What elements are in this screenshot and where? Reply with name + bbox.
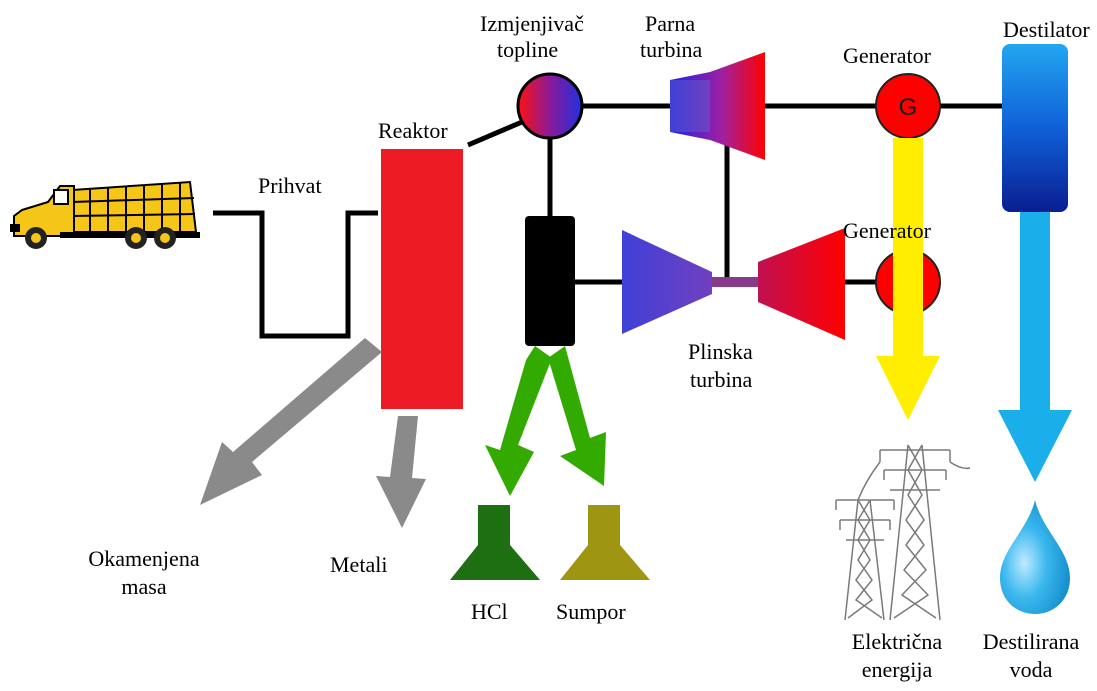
metali-arrow: [376, 416, 426, 528]
label-parna-2: turbina: [640, 37, 703, 62]
reactor-block: [381, 149, 463, 409]
label-parna-1: Parna: [645, 11, 696, 36]
destilator-column: [1002, 44, 1068, 212]
label-plinska-1: Plinska: [688, 339, 753, 364]
intake-pipe: [213, 210, 378, 339]
label-izmjenjivac-2: topline: [497, 37, 559, 62]
label-izmjenjivac-1: Izmjenjivač: [480, 11, 584, 36]
truck-icon: [10, 180, 200, 249]
separator-column: [525, 216, 575, 346]
electricity-arrow-head: [876, 356, 940, 420]
label-okamenjena-1: Okamenjena: [88, 546, 200, 571]
gas-turbine-expander: [758, 228, 845, 340]
steam-turbine-inlet: [670, 80, 710, 132]
water-arrow-head: [998, 410, 1072, 482]
gas-turbine-compressor: [622, 230, 712, 334]
steam-turbine: [670, 52, 765, 160]
generator-top-symbol: G: [899, 94, 918, 121]
label-destilirana-1: Destilirana: [982, 629, 1080, 654]
label-generator-top: Generator: [843, 43, 931, 68]
water-drop-icon: [1000, 500, 1070, 614]
hcl-funnel: [450, 505, 540, 580]
label-metali: Metali: [330, 552, 388, 577]
sumpor-arrow: [548, 346, 606, 486]
power-pylon-icon: [835, 444, 971, 621]
heat-exchanger: [516, 72, 584, 140]
hcl-arrow: [485, 346, 552, 496]
label-elektricna-1: Električna: [851, 629, 943, 654]
label-sumpor: Sumpor: [556, 599, 626, 624]
gas-turbine-shaft: [712, 277, 758, 287]
reactor-exchanger-pipe: [467, 119, 523, 148]
okamenjena-arrow: [200, 338, 382, 505]
label-prihvat: Prihvat: [258, 173, 322, 198]
label-generator-bottom: Generator: [843, 218, 931, 243]
label-plinska-2: turbina: [690, 367, 753, 392]
water-arrow-shaft: [1020, 212, 1050, 412]
label-okamenjena-2: masa: [121, 574, 167, 599]
sumpor-funnel: [560, 505, 650, 580]
electricity-arrow-shaft: [893, 138, 923, 358]
label-elektricna-2: energija: [861, 657, 933, 682]
label-destilator: Destilator: [1003, 17, 1090, 42]
label-hcl: HCl: [471, 599, 508, 624]
label-destilirana-2: voda: [1009, 657, 1053, 682]
label-reaktor: Reaktor: [378, 118, 448, 143]
